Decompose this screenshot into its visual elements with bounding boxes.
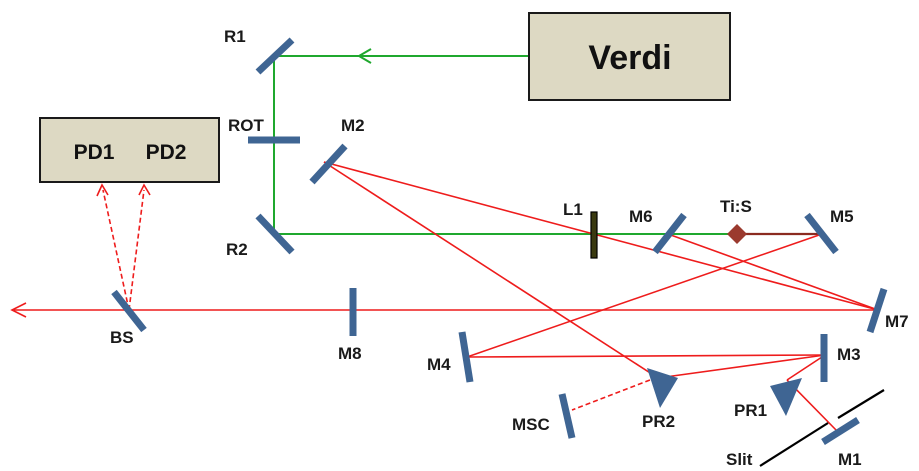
mirror-r2: [255, 213, 295, 255]
photodiode-box: PD1 PD2: [39, 117, 220, 183]
mirror-m1: [821, 417, 860, 445]
pump-beam-arrow: [357, 48, 372, 64]
prism-pr2: [647, 368, 678, 408]
label-m1: M1: [838, 450, 862, 469]
slit: [759, 389, 885, 467]
label-m6: M6: [629, 207, 653, 226]
lens-l1: [590, 211, 598, 259]
pd1-arrow: [96, 183, 109, 197]
mirror-m6: [652, 212, 687, 255]
label-m3: M3: [837, 345, 861, 364]
beam-bs-to-pd2: [128, 189, 145, 311]
pump-beam-path: [273, 55, 737, 235]
beam-m4-to-m3: [466, 354, 826, 358]
label-pr2: PR2: [642, 412, 675, 431]
beam-m3-to-pr2: [657, 354, 826, 379]
output-arrow: [10, 302, 27, 318]
label-r1: R1: [224, 27, 246, 46]
mirror-m4: [458, 331, 474, 383]
label-m5: M5: [830, 207, 854, 226]
pd2-label: PD2: [146, 141, 187, 164]
mirror-m5: [804, 212, 839, 255]
label-l1: L1: [563, 200, 583, 219]
label-m7: M7: [885, 312, 909, 331]
beam-m2-to-m7: [323, 161, 879, 311]
label-tis: Ti:S: [720, 197, 752, 216]
beam-splitter-bs: [111, 289, 147, 333]
tis-crystal: [727, 224, 747, 244]
beam-m2-to-pr2: [323, 161, 659, 379]
label-m8: M8: [338, 344, 362, 363]
pd1-label: PD1: [74, 141, 115, 164]
beam-bs-to-pd1: [102, 189, 130, 311]
pd2-arrow: [138, 183, 151, 196]
beam-pr2-to-msc-dashed: [571, 379, 651, 411]
beam-m3-to-pr1: [786, 354, 826, 381]
mirror-msc: [558, 393, 576, 439]
detector-beams: [102, 189, 145, 311]
laser-beam-path: [14, 161, 879, 433]
mirror-m7: [866, 287, 888, 334]
label-r2: R2: [226, 240, 248, 259]
label-m4: M4: [427, 355, 451, 374]
label-bs: BS: [110, 328, 134, 347]
label-msc: MSC: [512, 415, 550, 434]
mirror-r1: [255, 37, 295, 75]
beam-m5-to-m4: [466, 233, 823, 358]
beam-m6-to-m7: [667, 233, 879, 311]
verdi-label: Verdi: [588, 39, 671, 77]
prism-pr1: [770, 378, 802, 416]
label-rot: ROT: [228, 116, 265, 135]
label-pr1: PR1: [734, 401, 767, 420]
verdi-box: Verdi: [528, 12, 731, 101]
label-m2: M2: [341, 116, 365, 135]
mirror-m2: [309, 143, 348, 185]
label-slit: Slit: [726, 450, 753, 469]
